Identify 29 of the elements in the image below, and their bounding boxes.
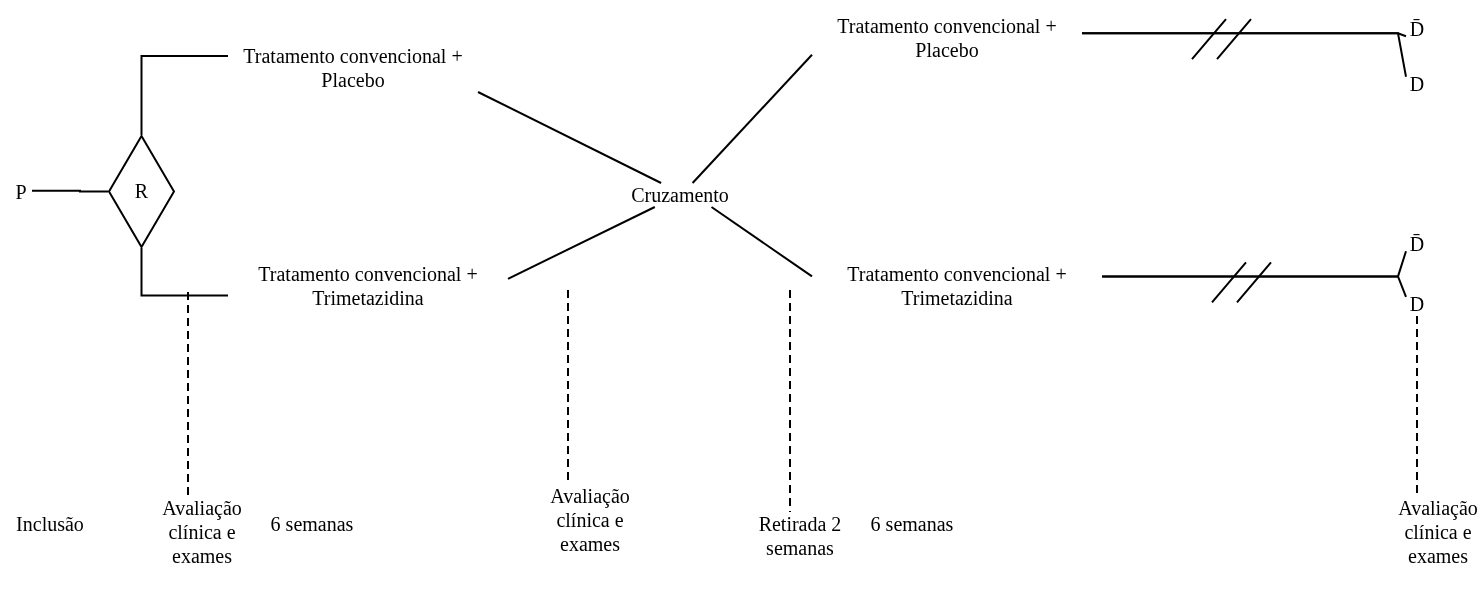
treatment-label: Tratamento convencional + Trimetazidina [812, 262, 1102, 310]
timeline-label: 6 semanas [869, 512, 955, 536]
treatment-label: Tratamento convencional + Placebo [228, 44, 478, 92]
outcome-symbol: D̄ [1406, 17, 1428, 41]
group-letter: P [10, 180, 32, 204]
timeline-label: Inclusão [15, 512, 85, 536]
treatment-label: Tratamento convencional + Placebo [812, 14, 1082, 62]
connector-line [140, 247, 229, 297]
connector-line [140, 55, 229, 136]
outcome-symbol: D̄ [1406, 232, 1428, 256]
washout-label: Retirada 2 semanas [752, 512, 848, 560]
connector-line [507, 206, 656, 280]
randomization-diamond: R [108, 135, 175, 248]
assessment-label: Avaliação clínica e exames [1392, 496, 1483, 568]
timeline-line [1081, 32, 1407, 78]
treatment-label: Tratamento convencional + Trimetazidina [228, 262, 508, 310]
dashed-line [789, 289, 791, 513]
outcome-symbol: D [1406, 72, 1428, 96]
assessment-label: Avaliação clínica e exames [540, 484, 640, 556]
connector-line [477, 91, 663, 184]
connector-line [31, 189, 109, 193]
assessment-label: Avaliação clínica e exames [152, 496, 252, 568]
crossover-label: Cruzamento [617, 183, 743, 207]
timeline-line [1101, 275, 1407, 298]
dashed-line [187, 291, 189, 497]
timeline-label: 6 semanas [269, 512, 355, 536]
connector-line [691, 53, 813, 184]
connector-line [710, 206, 813, 278]
outcome-symbol: D [1406, 292, 1428, 316]
